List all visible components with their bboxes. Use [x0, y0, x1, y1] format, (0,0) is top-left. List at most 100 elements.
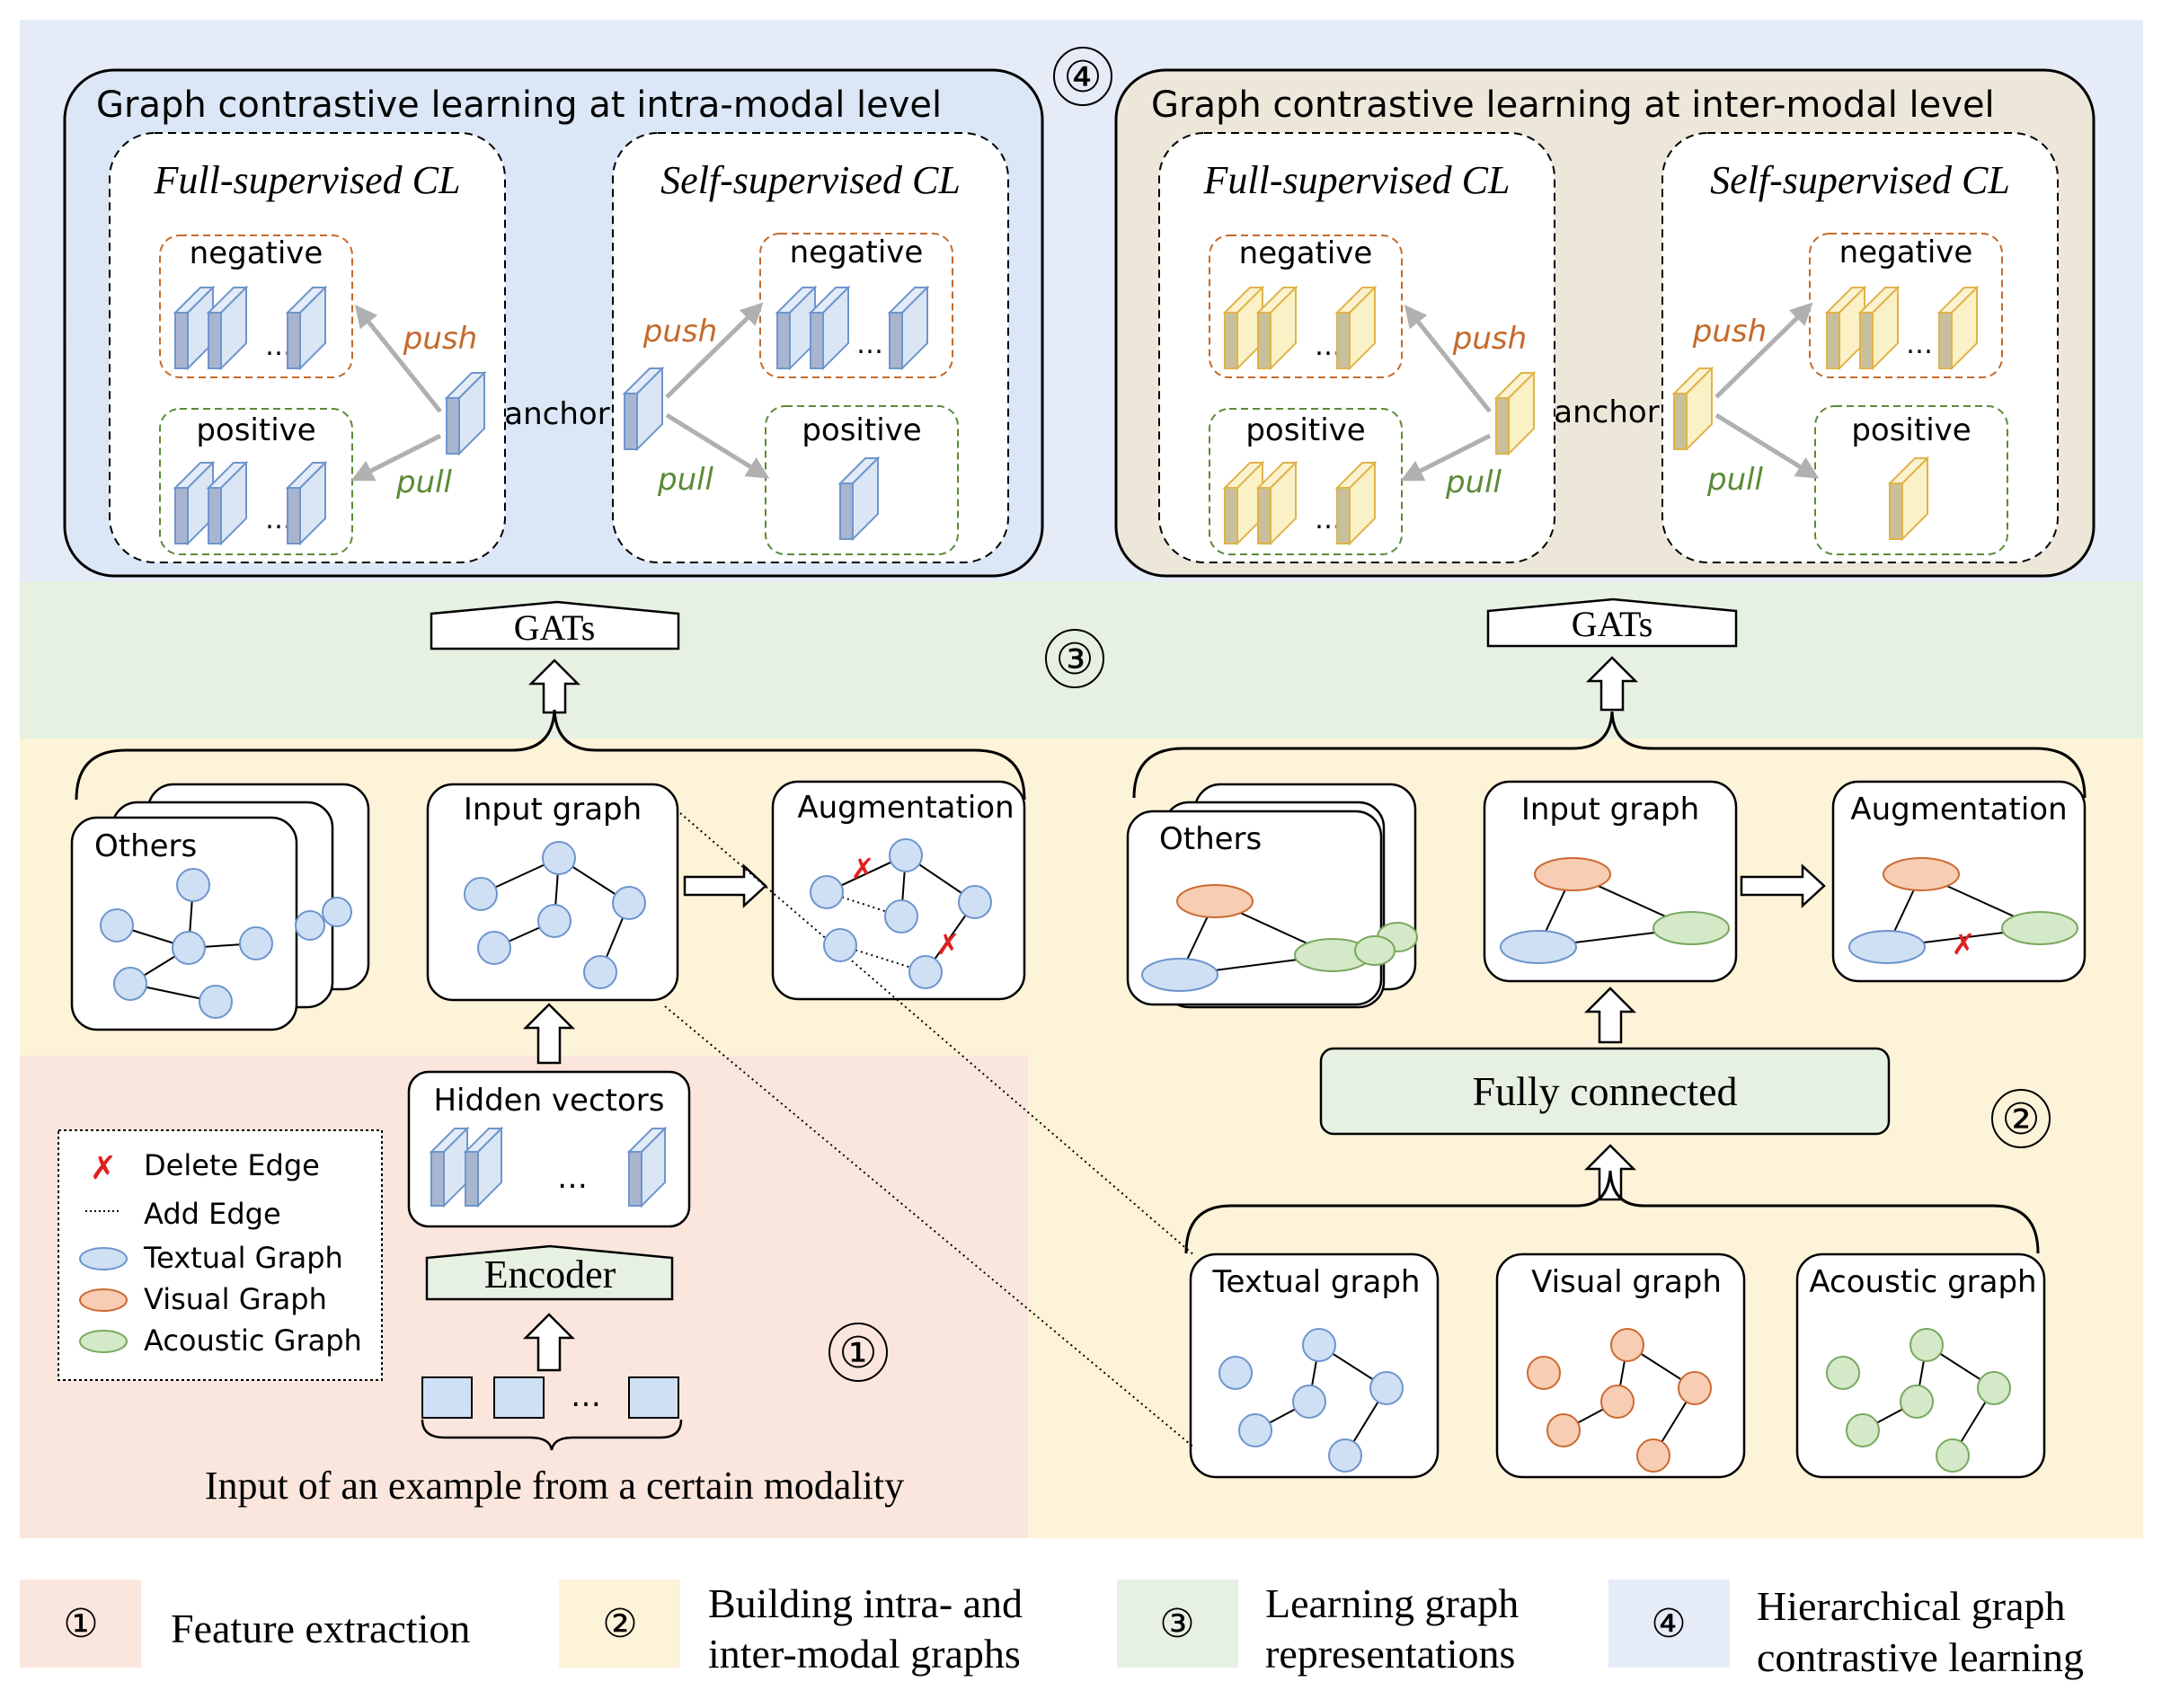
- right-arrow-to-augmentation-right: [1740, 863, 1826, 908]
- svg-text:Textual graph: Textual graph: [1212, 1264, 1421, 1300]
- svg-text:Feature extraction: Feature extraction: [171, 1606, 470, 1651]
- acoustic-graph-nodes: [1826, 1328, 2011, 1473]
- graph-node: [1636, 1438, 1670, 1473]
- inter-modal-cl-panel: Graph contrastive learning at inter-moda…: [1114, 68, 2096, 578]
- graph-node: [464, 877, 498, 911]
- feature-cube: [206, 460, 249, 546]
- feature-cube: [285, 460, 328, 546]
- right-augmentation-graph-nodes: ✗: [1848, 857, 2078, 964]
- inter-title: Graph contrastive learning at inter-moda…: [1151, 84, 1995, 126]
- delete-edge-mark: ✗: [936, 927, 961, 961]
- graph-node: [612, 886, 646, 920]
- svg-text:Textual Graph: Textual Graph: [143, 1241, 343, 1275]
- feature-cube: [173, 460, 216, 546]
- graph-node: [537, 904, 572, 938]
- svg-text:GATs: GATs: [514, 607, 596, 648]
- feature-cube: [887, 285, 930, 371]
- stage4-marker: ④: [1053, 47, 1112, 106]
- svg-text:①: ①: [838, 1330, 877, 1377]
- inter-self-push-label: push: [1692, 314, 1767, 350]
- feature-cube: [1255, 285, 1298, 371]
- encoder-box: Encoder: [425, 1244, 674, 1301]
- graph-node: [1218, 1356, 1253, 1390]
- others-graph: [100, 868, 273, 1019]
- svg-text:Add Edge: Add Edge: [144, 1197, 281, 1231]
- graph-node: [199, 985, 233, 1019]
- svg-text:…: …: [856, 329, 883, 360]
- graph-node: [1600, 1385, 1635, 1419]
- svg-text:③: ③: [1159, 1602, 1194, 1646]
- graph-node: [1354, 935, 1396, 966]
- delete-edge-mark: ✗: [851, 852, 875, 886]
- graph-node: [958, 885, 992, 919]
- graph-node: [1848, 930, 1926, 964]
- intra-anchor-label: anchor: [504, 396, 609, 432]
- graph-node: [295, 910, 325, 941]
- svg-text:Delete Edge: Delete Edge: [144, 1148, 320, 1182]
- intra-full-negative-label: negative: [190, 235, 323, 271]
- svg-text:Hidden vectors: Hidden vectors: [433, 1083, 664, 1119]
- svg-text:Encoder: Encoder: [484, 1252, 616, 1296]
- legend-swatch-4: [1608, 1580, 1730, 1668]
- visual-graph-nodes: [1527, 1328, 1712, 1473]
- up-arrow-to-input-graph: [522, 1003, 576, 1065]
- brace-right-bottom: [1184, 1170, 2040, 1254]
- intra-full-positive-label: positive: [196, 412, 315, 448]
- left-aug-label: Augmentation: [797, 790, 1014, 826]
- visual-node-icon: [79, 1288, 128, 1312]
- svg-text:Visual Graph: Visual Graph: [144, 1282, 327, 1316]
- graph-node: [1238, 1413, 1272, 1447]
- left-others-label: Others: [94, 828, 197, 864]
- feature-cube: [837, 456, 881, 542]
- svg-text:…: …: [557, 1160, 588, 1196]
- graph-node: [1977, 1371, 2011, 1405]
- hidden-vector-cube: [626, 1126, 668, 1208]
- inter-full-positive-box: [1209, 408, 1403, 555]
- graph-node: [100, 908, 134, 942]
- graph-node: [1936, 1438, 1970, 1473]
- delete-edge-mark: ✗: [1952, 927, 1976, 961]
- graph-node: [542, 841, 576, 875]
- inter-self-negative-label: negative: [1839, 235, 1973, 270]
- graph-node: [884, 899, 918, 934]
- textual-graph-nodes: [1218, 1328, 1404, 1473]
- connector-bottom: [664, 1005, 1196, 1449]
- bottom-legend: ① Feature extraction ② Building intra- a…: [20, 1580, 2084, 1680]
- svg-text:…: …: [1906, 329, 1933, 360]
- graph-node: [1328, 1438, 1362, 1473]
- feature-cube: [1334, 460, 1378, 546]
- svg-text:Fully connected: Fully connected: [1472, 1068, 1737, 1114]
- brace-input: [421, 1419, 683, 1451]
- graph-node: [1826, 1356, 1860, 1390]
- augmentation-graph: ✗✗: [810, 838, 992, 989]
- right-input-graph-nodes: [1500, 857, 1730, 964]
- svg-text:Learning graph: Learning graph: [1265, 1580, 1519, 1626]
- graph-node: [477, 931, 511, 965]
- graph-node: [239, 926, 273, 960]
- hidden-vector-cube: [429, 1126, 470, 1208]
- inter-self-positive-label: positive: [1851, 412, 1971, 448]
- right-others-graph: [1141, 884, 1371, 992]
- svg-text:Acoustic Graph: Acoustic Graph: [144, 1323, 362, 1358]
- graph-node: [1500, 930, 1577, 964]
- right-aug-label: Augmentation: [1850, 792, 2067, 827]
- stage3-marker: ③: [1045, 629, 1104, 688]
- svg-text:②: ②: [2001, 1096, 2040, 1144]
- inter-full-negative-box: [1209, 235, 1403, 378]
- delete-edge-icon: ✗: [90, 1150, 117, 1187]
- intra-full-negative-box: [159, 235, 353, 378]
- inter-full-label: Full-supervised CL: [1203, 158, 1511, 202]
- brace-right-top: [1132, 711, 2087, 799]
- right-arrow-to-augmentation-left: [683, 863, 767, 908]
- svg-text:③: ③: [1055, 636, 1094, 684]
- graph-node: [1653, 911, 1730, 945]
- hidden-vector-cube: [463, 1126, 504, 1208]
- svg-text:④: ④: [1651, 1602, 1686, 1646]
- anchor-cube: [444, 370, 487, 456]
- feature-cube: [1222, 460, 1265, 546]
- legend-swatch-1: [20, 1580, 141, 1668]
- svg-text:…: …: [571, 1378, 601, 1414]
- intra-self-label: Self-supervised CL: [660, 158, 961, 202]
- feature-cube: [1936, 285, 1980, 371]
- stage1-marker: ①: [828, 1323, 888, 1382]
